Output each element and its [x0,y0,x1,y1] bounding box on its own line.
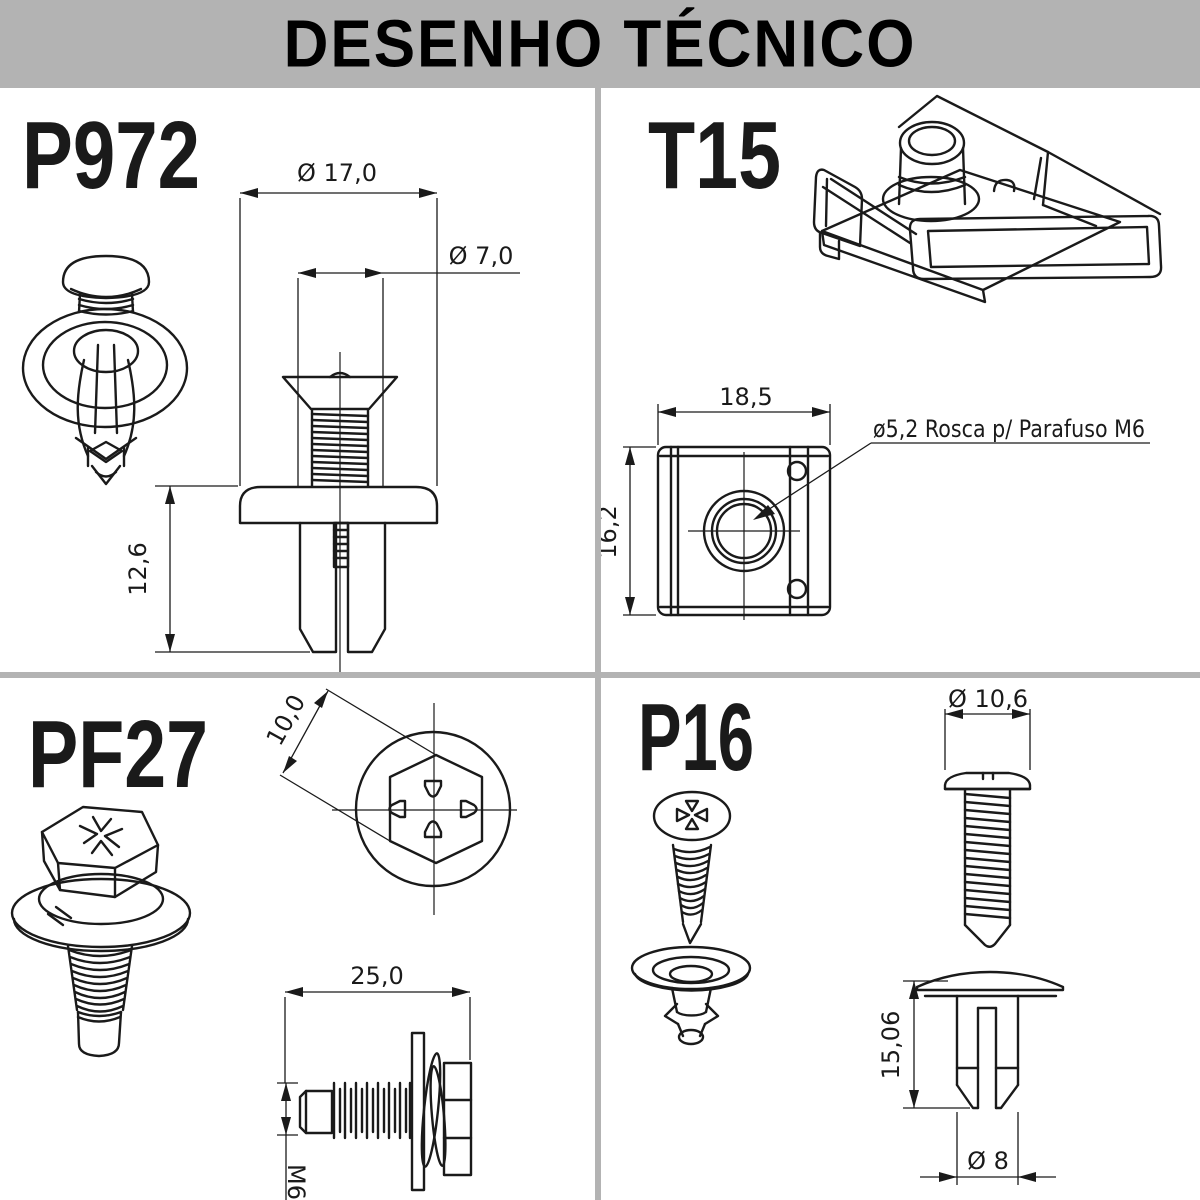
pf27-dim-length: 25,0 [350,962,403,990]
p16-isometric-view [630,790,752,1046]
pf27-top-view [354,730,512,888]
t15-thread-note: ø5,2 Rosca p/ Parafuso M6 [873,415,1145,443]
p16-screw-view [943,771,1032,948]
pf27-dim-hex: 10,0 [261,690,311,750]
pf27-centerlines [332,703,517,915]
p16-dim-shank-diameter: Ø 8 [967,1147,1009,1175]
pf27-part-label: PF27 [28,701,208,808]
p16-part-label: P16 [638,684,754,791]
horizontal-divider [0,672,1200,678]
page-title: DESENHO TÉCNICO [283,6,917,82]
p16-panel: P16 [630,684,1065,1185]
p972-dim-stem-diameter: Ø 7,0 [449,242,514,270]
p972-dim-stem-length: 12,6 [124,542,152,595]
p972-part-label: P972 [22,102,200,209]
p972-dim-flange-diameter: Ø 17,0 [297,159,377,187]
t15-dim-width: 18,5 [719,383,772,411]
p972-isometric-view [21,254,189,486]
t15-isometric-view [812,94,1163,304]
pf27-panel: PF27 [10,688,517,1200]
pf27-isometric-view [10,805,192,1058]
pf27-dimensions: 10,0 25,0 M6 [261,688,471,1200]
p972-side-view [238,371,439,654]
vertical-divider [595,88,601,1200]
p16-grommet-view [915,970,1065,1110]
t15-part-label: T15 [648,102,781,209]
header-banner: DESENHO TÉCNICO [0,0,1200,88]
pf27-side-view [298,1031,473,1192]
t15-centerlines [688,452,800,620]
p16-dim-body-height: 15,06 [877,1011,905,1080]
t15-dim-depth: 16,2 [601,505,622,558]
t15-panel: T15 [601,94,1163,620]
p972-dimensions: Ø 17,0 Ø 7,0 12,6 [124,159,520,653]
p16-dim-head-diameter: Ø 10,6 [948,685,1028,713]
t15-dimensions: 18,5 16,2 ø5,2 Rosca p/ Parafuso M6 [601,383,1150,616]
p16-dimensions: Ø 10,6 15,06 Ø 8 [877,685,1056,1185]
pf27-dim-thread-size: M6 [282,1164,310,1200]
p972-panel: P972 [21,102,520,672]
